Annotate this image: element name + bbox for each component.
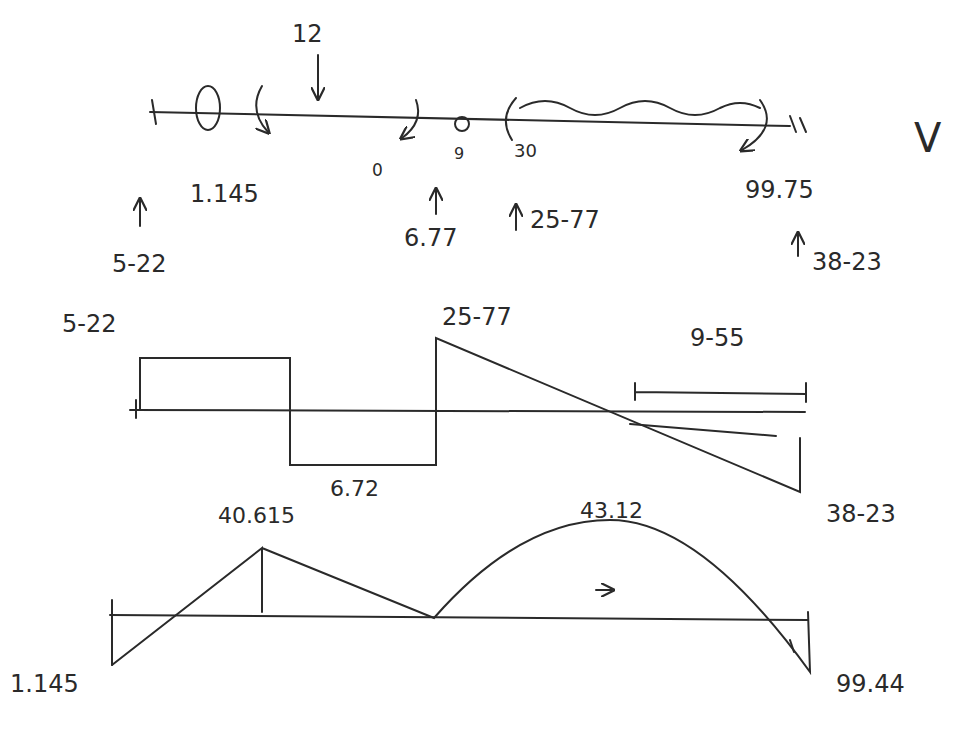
moment-axis — [110, 615, 808, 620]
moment-curve — [112, 520, 810, 672]
value-label: 38-23 — [812, 250, 882, 274]
distributed-load — [520, 101, 760, 115]
load-arrow — [317, 55, 319, 98]
value-label: 6.77 — [404, 226, 457, 250]
hinge-symbol — [455, 117, 469, 131]
diagram-letter: V — [914, 118, 941, 158]
value-label: 43.12 — [580, 500, 643, 522]
value-label: 12 — [292, 22, 323, 46]
value-label: 1.145 — [10, 672, 79, 696]
reaction-arrow — [139, 200, 141, 226]
value-label: 99.44 — [836, 672, 905, 696]
value-label: 38-23 — [826, 502, 896, 526]
value-label: 1.145 — [190, 182, 259, 206]
reaction-arrow — [515, 206, 517, 230]
value-label: 25-77 — [442, 305, 512, 329]
reaction-arrow — [435, 190, 437, 214]
value-label: 40.615 — [218, 505, 295, 527]
shear-axis — [130, 410, 805, 412]
moment-symbol — [506, 98, 516, 140]
shear-curve — [140, 338, 800, 492]
support-tick — [152, 100, 156, 124]
value-label: 0 — [372, 162, 383, 179]
value-label: 25-77 — [530, 208, 600, 232]
value-label: 9 — [454, 146, 464, 162]
dimension-bracket — [635, 383, 806, 402]
value-label: 5-22 — [62, 312, 116, 336]
value-label: 6.72 — [330, 478, 379, 500]
value-label: 30 — [514, 142, 537, 160]
moment-symbol — [402, 100, 418, 138]
value-label: 9-55 — [690, 326, 744, 350]
value-label: 5-22 — [112, 252, 166, 276]
support-tick — [790, 116, 806, 132]
direction-tick — [596, 589, 612, 591]
moment-symbol — [196, 86, 220, 130]
sign-tick — [790, 640, 794, 652]
value-label: 99.75 — [745, 178, 814, 202]
moment-axis — [111, 600, 113, 665]
shear-line — [630, 424, 776, 436]
moment-symbol — [256, 86, 268, 132]
moment-symbol — [742, 100, 767, 150]
shear-axis — [135, 400, 137, 418]
reaction-arrow — [797, 234, 799, 256]
